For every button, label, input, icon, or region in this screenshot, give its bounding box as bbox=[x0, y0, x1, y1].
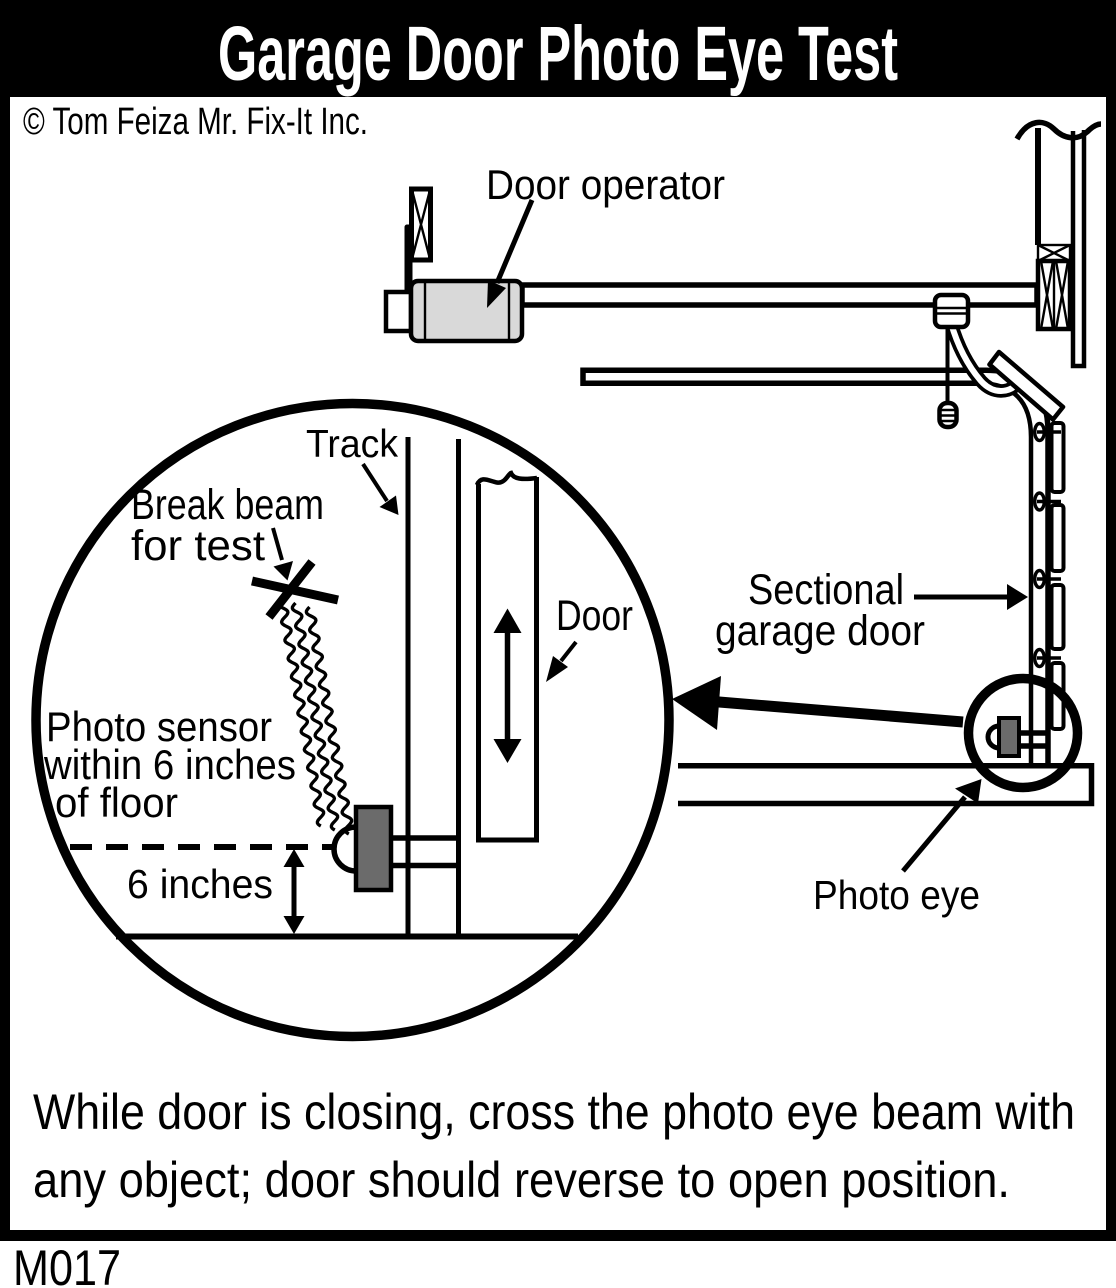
svg-text:Door operator: Door operator bbox=[486, 161, 725, 208]
svg-text:for test: for test bbox=[131, 522, 265, 570]
svg-text:© Tom Feiza Mr. Fix-It Inc.: © Tom Feiza Mr. Fix-It Inc. bbox=[23, 101, 368, 143]
svg-text:While door is closing, cross t: While door is closing, cross the photo e… bbox=[33, 1084, 1075, 1140]
svg-text:Sectional: Sectional bbox=[748, 566, 904, 614]
svg-text:Track: Track bbox=[306, 423, 398, 466]
svg-text:Photo sensor: Photo sensor bbox=[46, 703, 272, 750]
svg-text:Photo eye: Photo eye bbox=[813, 872, 980, 918]
svg-text:Garage Door Photo Eye Test: Garage Door Photo Eye Test bbox=[218, 11, 898, 97]
svg-text:Break beam: Break beam bbox=[131, 481, 324, 529]
svg-text:Door: Door bbox=[556, 592, 633, 640]
svg-text:any object; door should revers: any object; door should reverse to open … bbox=[33, 1152, 1010, 1208]
svg-text:within 6 inches: within 6 inches bbox=[43, 741, 296, 788]
svg-text:6 inches: 6 inches bbox=[127, 861, 273, 907]
svg-text:M017: M017 bbox=[13, 1240, 121, 1288]
svg-text:garage door: garage door bbox=[715, 607, 925, 655]
svg-text:of floor: of floor bbox=[55, 779, 178, 826]
